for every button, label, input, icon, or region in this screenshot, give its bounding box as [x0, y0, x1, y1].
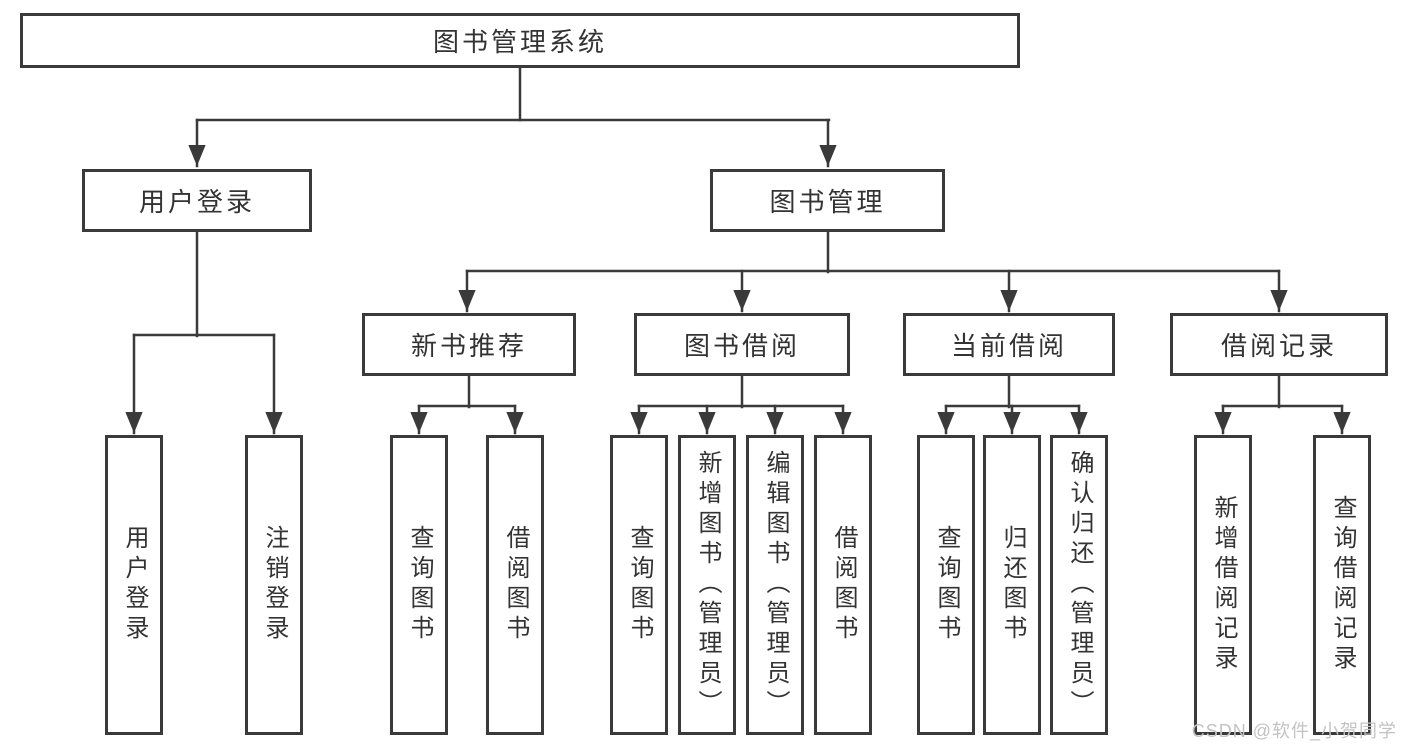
- leaf-return-book: 归还图书: [983, 435, 1041, 735]
- node-user-login: 用户登录: [82, 169, 312, 232]
- leaf-query-book-3: 查询图书: [917, 435, 975, 735]
- leaf-confirm-return-admin-label: 确认归还（管理员）: [1066, 450, 1093, 720]
- leaf-user-login: 用户登录: [105, 435, 163, 735]
- connector-book-borrow: [630, 374, 852, 435]
- leaf-query-book-2: 查询图书: [610, 435, 668, 735]
- node-new-book-recommend-label: 新书推荐: [410, 331, 527, 361]
- leaf-query-book-3-label: 查询图书: [933, 525, 960, 645]
- csdn-watermark: CSDN @软件_小贺同学: [1191, 721, 1397, 741]
- leaf-logout: 注销登录: [245, 435, 303, 735]
- node-borrow-records-label: 借阅记录: [1220, 331, 1337, 361]
- leaf-query-borrow-record-label: 查询借阅记录: [1329, 495, 1356, 675]
- leaf-query-borrow-record: 查询借阅记录: [1313, 435, 1371, 735]
- leaf-query-book-1: 查询图书: [390, 435, 448, 735]
- node-book-management-label: 图书管理: [769, 187, 886, 217]
- leaf-add-book-admin-label: 新增图书（管理员）: [694, 450, 721, 720]
- node-book-borrow: 图书借阅: [634, 313, 850, 376]
- leaf-logout-label: 注销登录: [261, 525, 288, 645]
- connector-current-borrow: [937, 374, 1088, 435]
- node-root-label: 图书管理系统: [432, 27, 607, 57]
- node-book-borrow-label: 图书借阅: [683, 331, 800, 361]
- connector-book-management: [458, 230, 1288, 313]
- leaf-add-book-admin: 新增图书（管理员）: [678, 435, 736, 735]
- node-current-borrow-label: 当前借阅: [950, 331, 1067, 361]
- leaf-edit-book-admin: 编辑图书（管理员）: [746, 435, 804, 735]
- leaf-user-login-label: 用户登录: [121, 525, 148, 645]
- leaf-query-book-2-label: 查询图书: [626, 525, 653, 645]
- leaf-query-book-1-label: 查询图书: [406, 525, 433, 645]
- connector-root: [188, 66, 837, 168]
- leaf-add-borrow-record: 新增借阅记录: [1194, 435, 1252, 735]
- connector-user-login: [125, 230, 283, 435]
- connector-borrow-records: [1214, 374, 1351, 435]
- leaf-return-book-label: 归还图书: [999, 525, 1026, 645]
- node-new-book-recommend: 新书推荐: [362, 313, 576, 376]
- leaf-borrow-book-1: 借阅图书: [486, 435, 544, 735]
- node-current-borrow: 当前借阅: [903, 313, 1115, 376]
- leaf-add-borrow-record-label: 新增借阅记录: [1210, 495, 1237, 675]
- node-borrow-records: 借阅记录: [1170, 313, 1388, 376]
- connector-new-book-recommend: [410, 374, 524, 435]
- leaf-borrow-book-1-label: 借阅图书: [502, 525, 529, 645]
- node-root: 图书管理系统: [20, 13, 1020, 68]
- node-user-login-label: 用户登录: [138, 187, 255, 217]
- leaf-borrow-book-2: 借阅图书: [814, 435, 872, 735]
- leaf-confirm-return-admin: 确认归还（管理员）: [1050, 435, 1108, 735]
- leaf-borrow-book-2-label: 借阅图书: [830, 525, 857, 645]
- node-book-management: 图书管理: [710, 169, 945, 232]
- leaf-edit-book-admin-label: 编辑图书（管理员）: [762, 450, 789, 720]
